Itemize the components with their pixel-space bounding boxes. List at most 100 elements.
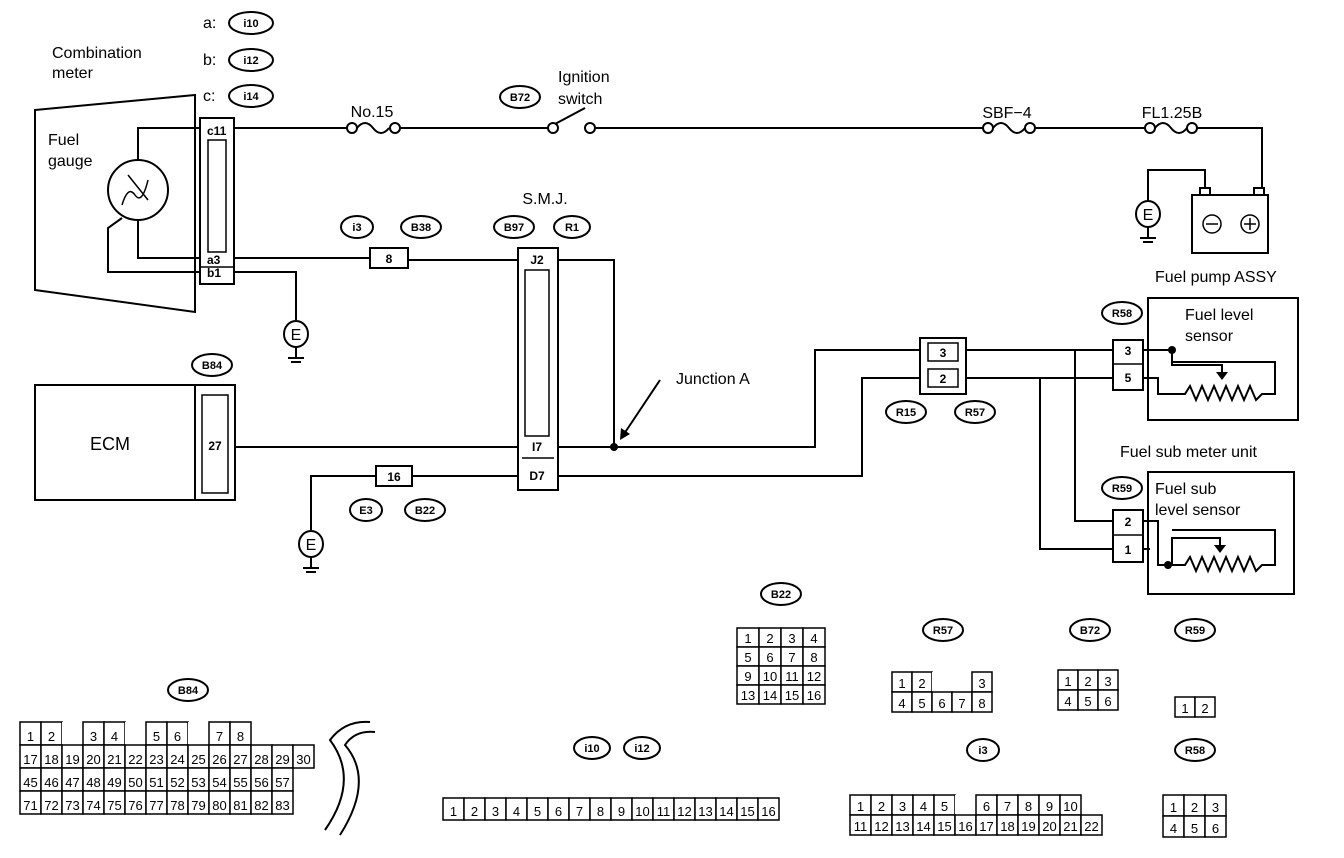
connector-cavity <box>188 722 209 745</box>
connector-pin-number: 6 <box>938 696 945 711</box>
connector-pin-number: 6 <box>1212 821 1219 836</box>
fuel-sub-level-resistor-icon <box>1168 529 1276 574</box>
connector-pin-number: 48 <box>86 775 100 790</box>
legend-letter-c: c: <box>203 88 215 105</box>
connector-pin-number: 1 <box>450 804 457 819</box>
meter-connector-strip <box>199 117 235 285</box>
ignition-terminal-right <box>584 122 596 134</box>
connector-pin-number: 46 <box>44 775 58 790</box>
connector-pin-number: 13 <box>698 804 712 819</box>
tag-r59-oval <box>1101 476 1143 500</box>
connector-pin-number: 10 <box>763 669 777 684</box>
connector-pin-number: 6 <box>174 729 181 744</box>
connector-pin-number: 17 <box>23 752 37 767</box>
connector-pin-number: 5 <box>534 804 541 819</box>
legend-tag-c: i14 <box>243 91 259 103</box>
fuel-sub-level-label-1: Fuel sub <box>1155 481 1216 498</box>
connector-pin-number: 11 <box>854 819 868 834</box>
connector-pin-number: 1 <box>857 799 864 814</box>
r15-connector: 3 2 R15 R57 <box>885 337 1113 550</box>
connector-pin-number: 16 <box>958 819 972 834</box>
connector-pin-number: 50 <box>128 775 142 790</box>
fl-label: FL1.25B <box>1142 105 1202 122</box>
tag-b72-oval <box>499 85 541 109</box>
smj-connector-inner <box>524 269 550 437</box>
connector-cavity <box>292 744 315 769</box>
wire-fl-battery <box>1197 127 1263 195</box>
connector-pin-number: 77 <box>149 798 163 813</box>
ignition-label-2: switch <box>558 91 602 108</box>
wire-battery-ground <box>1147 169 1206 202</box>
connector-pin-number: 2 <box>918 676 925 691</box>
connector-pin-number: 83 <box>275 798 289 813</box>
connector-pin-number: 52 <box>170 775 184 790</box>
tag-r58-oval <box>1101 301 1143 325</box>
power-line: No.15 B72 Ignition switch SBF−4 FL1.25B <box>234 69 1263 195</box>
connector-pin-number: 81 <box>233 798 247 813</box>
connector-pin-number: 4 <box>810 631 817 646</box>
connector-cavity <box>1080 814 1103 836</box>
connector-cavity <box>1194 696 1216 718</box>
battery-minus-icon <box>1202 214 1222 234</box>
fuse-no15-icon <box>356 122 390 134</box>
legend-tag-a-oval <box>228 11 274 35</box>
connector-pin-number: 13 <box>741 688 755 703</box>
sbf-terminal-left <box>982 122 994 134</box>
connector-pin-number: 57 <box>275 775 289 790</box>
connector-i3-8 <box>369 247 409 269</box>
connector-pin-number: 5 <box>153 729 160 744</box>
pin-r59-1: 1 <box>1125 543 1132 557</box>
connector-pin-number: 23 <box>149 752 163 767</box>
connector-cavity <box>952 672 972 692</box>
pin-r58-3: 3 <box>1125 344 1132 358</box>
tag-r1-oval <box>553 215 591 239</box>
fuel-level-label-2: sensor <box>1185 328 1234 345</box>
view-tag-i10: i10 <box>584 743 599 755</box>
tag-b84-oval <box>191 353 233 377</box>
ground-e3-label: E <box>306 537 317 554</box>
connector-pin-number: 13 <box>895 819 909 834</box>
connector-pin-number: 17 <box>979 819 993 834</box>
connector-pin-number: 75 <box>107 798 121 813</box>
connector-pin-number: 78 <box>170 798 184 813</box>
connector-pin-number: 22 <box>1084 819 1098 834</box>
tag-b22-oval <box>404 498 446 522</box>
connector-pin-number: 7 <box>958 696 965 711</box>
connector-r58 <box>1112 339 1144 391</box>
connector-pin-number: 45 <box>23 775 37 790</box>
connector-pin-number: 16 <box>807 688 821 703</box>
connector-cavity <box>1097 689 1119 711</box>
pin-r15-2: 2 <box>940 372 947 386</box>
fuel-pump-label: Fuel pump ASSY <box>1155 269 1277 286</box>
connector-pin-number: 6 <box>555 804 562 819</box>
connector-pin-number: 10 <box>1063 799 1077 814</box>
ecm: B84 ECM 27 <box>34 349 920 501</box>
connector-cavity <box>932 672 952 692</box>
fuse-no15-label: No.15 <box>351 104 394 121</box>
view-tag-r57-oval <box>922 618 964 642</box>
connector-pin-number: 2 <box>1084 674 1091 689</box>
view-tag-b22-oval <box>760 582 802 606</box>
battery: E <box>1135 169 1269 254</box>
view-tag-r59-oval <box>1174 618 1216 642</box>
connector-pin-number: 11 <box>657 804 671 819</box>
view-tag-r59: R59 <box>1185 625 1205 637</box>
connector-cavity <box>62 722 83 745</box>
tag-e3: E3 <box>359 505 372 517</box>
connector-pin-number: 27 <box>233 752 247 767</box>
connector-pin-number: 71 <box>23 798 37 813</box>
connector-pin-number: 7 <box>216 729 223 744</box>
fuel-sub-meter-label: Fuel sub meter unit <box>1120 444 1258 461</box>
connector-pin-number: 7 <box>576 804 583 819</box>
connector-pin-number: 82 <box>254 798 268 813</box>
fuel-sub-level-label-2: level sensor <box>1155 502 1241 519</box>
ignition-switch-icon <box>554 107 586 125</box>
connector-cavity <box>971 691 993 713</box>
legend-letter-a: a: <box>203 15 216 32</box>
view-tag-r58-oval <box>1174 738 1216 762</box>
fuel-gauge-label-1: Fuel <box>48 132 79 149</box>
connector-pin-number: 14 <box>916 819 930 834</box>
view-tag-i12: i12 <box>634 743 649 755</box>
